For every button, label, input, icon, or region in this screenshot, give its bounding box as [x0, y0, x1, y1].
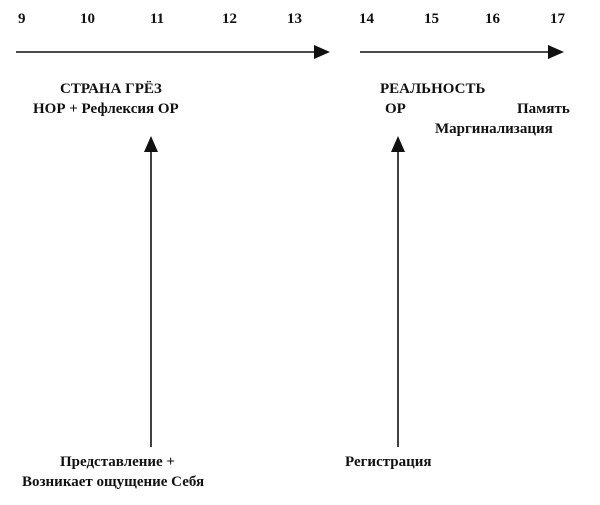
- tick-label: 17: [550, 11, 565, 27]
- tick-label: 15: [424, 11, 439, 27]
- tick-label: 11: [150, 11, 165, 27]
- tick-label: 10: [80, 11, 95, 27]
- timeline-arrow-1: [16, 45, 330, 59]
- stage1-bottom-line1: Представление +: [60, 454, 175, 470]
- stage2-title: РЕАЛЬНОСТЬ: [380, 81, 486, 97]
- stage1-title: СТРАНА ГРЁЗ: [60, 81, 162, 97]
- tick-label: 14: [359, 11, 374, 27]
- stage2-item-memory: Память: [517, 101, 570, 117]
- stage2-bottom-label: Регистрация: [345, 454, 432, 470]
- tick-label: 12: [222, 11, 237, 27]
- vertical-arrow-2: [391, 136, 405, 447]
- timeline-arrow-2: [360, 45, 564, 59]
- tick-label: 16: [485, 11, 500, 27]
- stage1-subtitle: НОР + Рефлексия ОР: [33, 101, 179, 117]
- tick-label: 13: [287, 11, 302, 27]
- tick-label: 9: [18, 11, 26, 27]
- vertical-arrow-1: [144, 136, 158, 447]
- stage2-item-or: ОР: [385, 101, 406, 117]
- stage1-bottom-line2: Возникает ощущение Себя: [22, 474, 205, 490]
- stage2-item-marginalization: Маргинализация: [435, 121, 553, 137]
